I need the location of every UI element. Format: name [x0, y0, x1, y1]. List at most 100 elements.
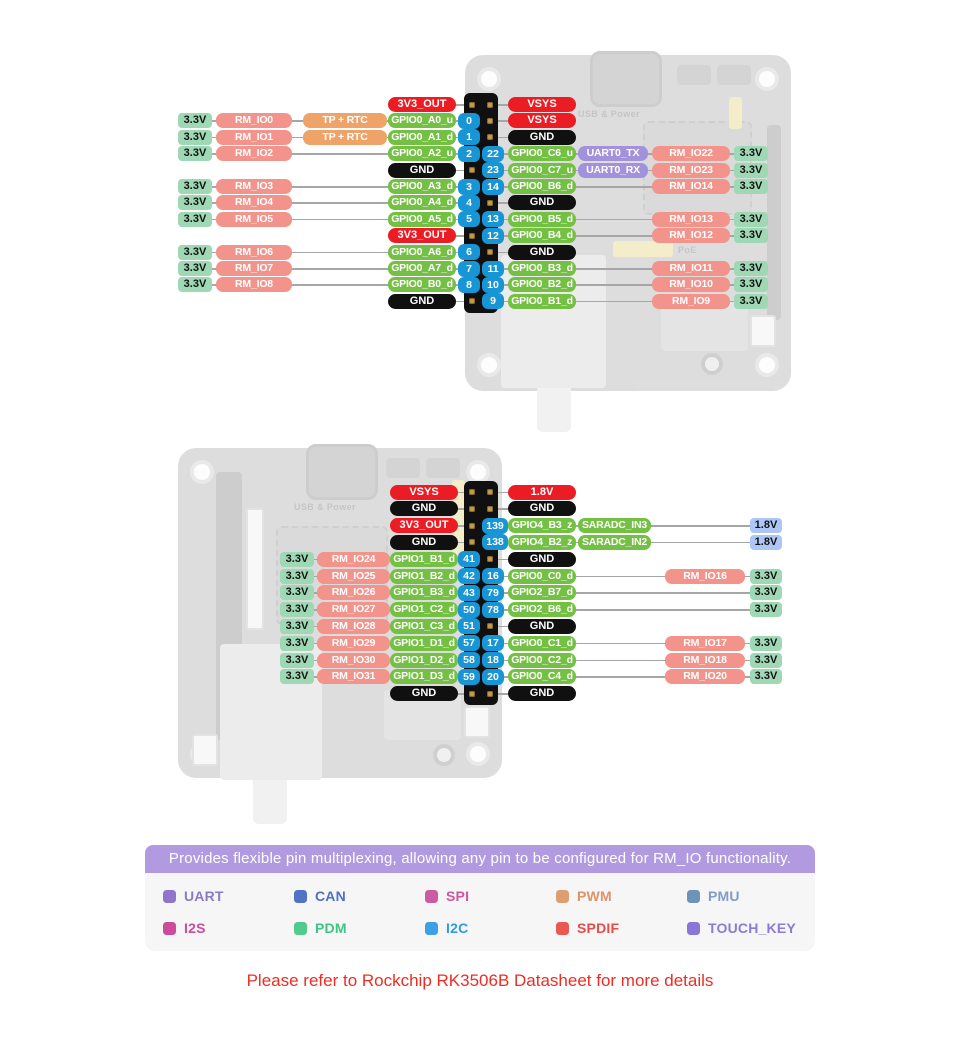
rmio-pill: RM_IO11 [652, 261, 730, 276]
rmio-pill: RM_IO24 [317, 551, 390, 567]
voltage-pill: 3.3V [734, 293, 768, 309]
legend-color-swatch [687, 889, 700, 903]
pin-number-badge: 59 [458, 668, 480, 685]
rmio-pill: RM_IO23 [652, 162, 730, 178]
pin-dot [487, 489, 493, 495]
legend-color-swatch [294, 921, 307, 935]
ground-pill: GND [390, 534, 458, 550]
rmio-pill: RM_IO8 [216, 277, 292, 293]
connector-line [481, 642, 776, 645]
voltage-pill: 3.3V [734, 261, 768, 276]
connector-line [481, 186, 762, 188]
rmio-pill: RM_IO16 [665, 568, 745, 584]
gpio-pill: GPIO2_B7_d [508, 585, 576, 601]
antenna-connector [701, 353, 723, 375]
voltage-pill: 3.3V [280, 568, 314, 584]
voltage-pill: 3.3V [734, 277, 768, 293]
pin-dot [469, 522, 475, 529]
legend-item-label: SPI [446, 888, 470, 904]
rtc-connector [464, 706, 490, 738]
voltage-pill: 1.8V [750, 518, 782, 534]
gpio-pill: GPIO0_A0_u [388, 113, 456, 129]
rtc-connector [750, 315, 776, 347]
pin-number-badge: 5 [458, 211, 480, 228]
rmio-pill: RM_IO3 [216, 179, 292, 194]
voltage-pill: 3.3V [750, 635, 782, 651]
gpio-pill: GPIO0_C6_u [508, 146, 576, 162]
gpio-pill: GPIO0_B0_d [388, 277, 456, 293]
rmio-pill: RM_IO9 [652, 293, 730, 309]
uart-function-pill: UART0_TX [578, 146, 648, 162]
mounting-hole [190, 460, 214, 484]
pin-dot [487, 199, 493, 206]
pin-number-badge: 0 [458, 112, 480, 129]
voltage-pill: 3.3V [178, 261, 212, 276]
pin-dot [487, 690, 493, 697]
legend-item-label: PWM [577, 888, 612, 904]
legend-item: I2C [425, 917, 468, 939]
mounting-hole [190, 742, 214, 766]
mounting-hole [466, 742, 490, 766]
voltage-pill: 3.3V [178, 195, 212, 211]
rmio-pill: RM_IO12 [652, 228, 730, 244]
voltage-pill: 3.3V [178, 211, 212, 227]
pin-number-badge: 1 [458, 129, 480, 146]
connector-line [481, 268, 762, 270]
gpio-pill: GPIO1_D2_d [390, 652, 458, 668]
legend-item: TOUCH_KEY [687, 917, 796, 939]
gpio-pill: GPIO0_C0_d [508, 568, 576, 584]
connector-line [481, 659, 776, 662]
voltage-pill: 3.3V [734, 179, 768, 194]
legend-item: I2S [163, 917, 206, 939]
usb-c-connector [590, 51, 662, 107]
legend-color-swatch [163, 889, 176, 903]
jumper-header [729, 97, 742, 129]
rmio-pill: RM_IO4 [216, 195, 292, 211]
legend-item: SPI [425, 885, 469, 907]
voltage-pill: 3.3V [280, 618, 314, 634]
pin-dot [487, 249, 493, 256]
pin-number-badge: 10 [482, 276, 504, 293]
antenna-connector [433, 744, 455, 766]
legend-item-label: I2C [446, 920, 469, 936]
pin-dot [469, 101, 475, 108]
voltage-pill: 3.3V [280, 602, 314, 618]
pin-dot [469, 167, 475, 174]
ground-pill: GND [508, 618, 576, 634]
gpio-pill: GPIO0_A5_d [388, 211, 456, 227]
pin-dot [469, 298, 475, 305]
gpio-pill: GPIO0_A1_d [388, 129, 456, 145]
poe-label: PoE [678, 245, 697, 255]
gpio-pill: GPIO4_B2_z [508, 534, 576, 550]
pin-number-badge: 41 [458, 551, 480, 568]
pin-number-badge: 11 [482, 260, 504, 277]
poe-header [613, 241, 673, 257]
voltage-pill: 3.3V [750, 585, 782, 601]
pin-number-badge: 20 [482, 668, 504, 685]
rmio-pill: RM_IO20 [665, 669, 745, 685]
legend-item-label: CAN [315, 888, 346, 904]
push-button [717, 65, 751, 85]
legend-item: SPDIF [556, 917, 619, 939]
rmio-pill: RM_IO10 [652, 277, 730, 293]
gpio-pill: GPIO0_B6_d [508, 179, 576, 194]
ground-pill: GND [388, 162, 456, 178]
pin-number-badge: 57 [458, 635, 480, 652]
pin-number-badge: 23 [482, 162, 504, 179]
gpio-pill: GPIO0_A7_d [388, 261, 456, 276]
connector-line [481, 218, 762, 221]
connector-line [481, 575, 776, 578]
